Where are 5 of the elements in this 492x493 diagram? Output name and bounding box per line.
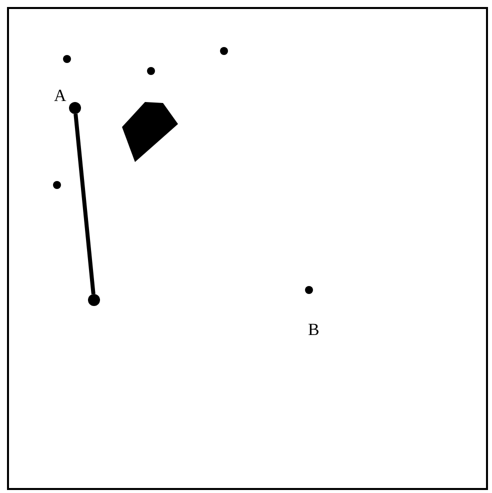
endpoint-dot xyxy=(69,102,81,114)
path-line xyxy=(74,114,96,294)
point-label: A xyxy=(54,87,66,104)
endpoint-dot xyxy=(88,294,100,306)
point-label: B xyxy=(308,321,320,338)
